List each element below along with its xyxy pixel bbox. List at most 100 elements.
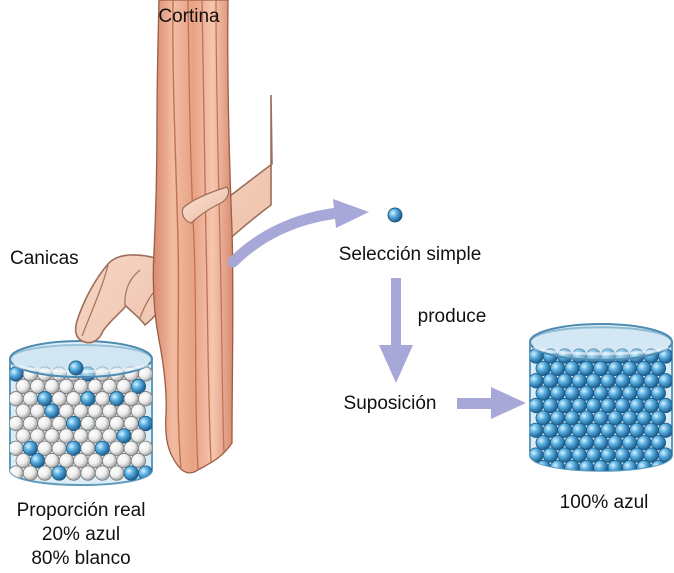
white-marble: [88, 429, 102, 443]
white-marble: [30, 379, 44, 393]
picked-marble: [69, 361, 83, 375]
white-marble: [74, 429, 88, 443]
blue-marble: [572, 448, 586, 462]
blue-marble: [23, 441, 37, 455]
white-marble: [110, 416, 124, 430]
white-marble: [16, 379, 30, 393]
blue-marble: [529, 374, 543, 388]
produce-label: produce: [418, 306, 487, 328]
blue-marble: [622, 460, 636, 474]
blue-marble: [637, 435, 651, 449]
blue-marble: [658, 448, 672, 462]
blue-marble: [615, 423, 629, 437]
white-marble: [52, 416, 66, 430]
blue-marble: [586, 423, 600, 437]
blue-marble: [637, 411, 651, 425]
blue-marble: [572, 398, 586, 412]
blue-marble: [651, 361, 665, 375]
selected-marble: [388, 208, 402, 222]
white-marble: [110, 441, 124, 455]
blue-marble: [651, 460, 665, 474]
white-marble: [74, 404, 88, 418]
white-marble: [138, 392, 152, 406]
blue-marble: [637, 386, 651, 400]
white-marble: [95, 416, 109, 430]
white-marble: [117, 404, 131, 418]
blue-marble: [630, 374, 644, 388]
blue-marble: [52, 466, 66, 480]
blue-marble: [644, 398, 658, 412]
white-marble: [59, 379, 73, 393]
result-label: 100% azul: [560, 492, 649, 514]
blue-marble: [658, 398, 672, 412]
blue-marble: [579, 435, 593, 449]
blue-marble: [550, 386, 564, 400]
blue-marble: [644, 448, 658, 462]
white-marble: [131, 453, 145, 467]
right-jar-marbles: [529, 349, 673, 475]
white-marble: [124, 392, 138, 406]
white-marble: [38, 466, 52, 480]
white-marble: [9, 441, 23, 455]
blue-marble: [565, 435, 579, 449]
blue-marble: [550, 435, 564, 449]
blue-marble: [565, 361, 579, 375]
blue-marble: [594, 411, 608, 425]
white-marble: [117, 453, 131, 467]
blue-marble: [651, 411, 665, 425]
blue-marble: [608, 411, 622, 425]
blue-marble: [38, 392, 52, 406]
blue-marble: [131, 379, 145, 393]
blue-marble: [658, 423, 672, 437]
blue-marble: [572, 374, 586, 388]
blue-marble: [644, 374, 658, 388]
blue-marble: [586, 398, 600, 412]
white-marble: [45, 453, 59, 467]
blue-marble: [601, 374, 615, 388]
blue-marble: [95, 441, 109, 455]
blue-marble: [138, 466, 152, 480]
white-percentage: 80% blanco: [17, 547, 146, 571]
blue-marble: [536, 460, 550, 474]
blue-marble: [594, 460, 608, 474]
blue-marble: [529, 423, 543, 437]
blue-marble: [651, 386, 665, 400]
blue-marble: [572, 423, 586, 437]
down-arrow: [379, 278, 413, 383]
white-marble: [30, 404, 44, 418]
white-marble: [59, 429, 73, 443]
white-marble: [9, 416, 23, 430]
blue-marble: [615, 398, 629, 412]
white-marble: [74, 453, 88, 467]
blue-marble: [536, 361, 550, 375]
blue-marble: [579, 361, 593, 375]
blue-marble: [658, 374, 672, 388]
white-marble: [45, 429, 59, 443]
white-marble: [110, 466, 124, 480]
right-arrow: [457, 387, 526, 419]
marbles-label: Canicas: [10, 248, 79, 270]
white-marble: [131, 404, 145, 418]
white-marble: [59, 404, 73, 418]
blue-marble: [586, 448, 600, 462]
blue-marble: [543, 448, 557, 462]
curtain-label: Cortina: [158, 6, 219, 28]
white-marble: [117, 379, 131, 393]
blue-marble: [110, 392, 124, 406]
blue-marble: [536, 435, 550, 449]
curtain: [153, 0, 233, 473]
blue-marble: [608, 386, 622, 400]
white-marble: [52, 441, 66, 455]
actual-proportion-text: Proporción real 20% azul 80% blanco: [17, 499, 146, 571]
blue-marble: [565, 411, 579, 425]
blue-marble: [601, 398, 615, 412]
blue-marble: [586, 374, 600, 388]
white-marble: [66, 466, 80, 480]
blue-marble: [543, 374, 557, 388]
blue-marble: [558, 423, 572, 437]
blue-marble: [117, 429, 131, 443]
blue-marble: [66, 441, 80, 455]
white-marble: [81, 416, 95, 430]
white-marble: [88, 453, 102, 467]
white-marble: [74, 379, 88, 393]
